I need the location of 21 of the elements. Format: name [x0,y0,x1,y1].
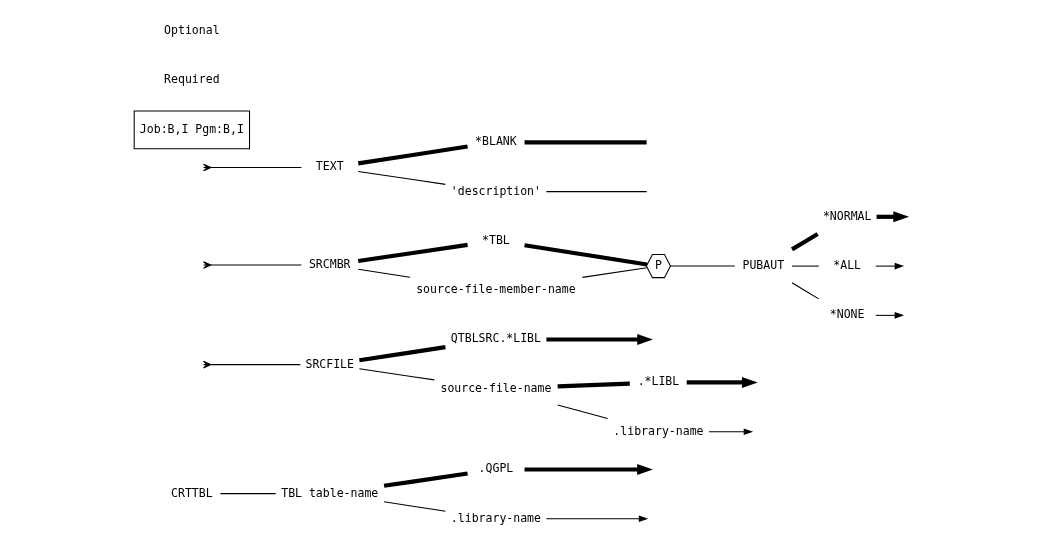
node-text: *BLANK [475,134,517,149]
node-text: TEXT [315,159,344,174]
label: Optional [164,23,220,38]
node-text: SRCMBR [308,256,351,271]
node-text: PUBAUT [742,258,785,273]
node-text: *ALL [833,258,862,273]
node-text: CRTTBL [171,485,213,500]
node-text: .QGPL [478,461,514,476]
node-text: *NONE [829,307,865,322]
node-text: TBL table-name [281,485,379,500]
node-text: .*LIBL [637,374,680,389]
label: Required [164,72,220,87]
node-text: *TBL [482,232,510,247]
node-text: QTBLSRC.*LIBL [450,331,541,346]
node-text: source-file-name [440,380,552,395]
node-text: *NORMAL [822,208,872,223]
node-text: 'description' [450,183,541,198]
node-text: SRCFILE [305,356,354,371]
node-text: source-file-member-name [416,282,576,297]
node-text: .library-name [613,423,704,438]
node-text: .library-name [450,510,541,525]
